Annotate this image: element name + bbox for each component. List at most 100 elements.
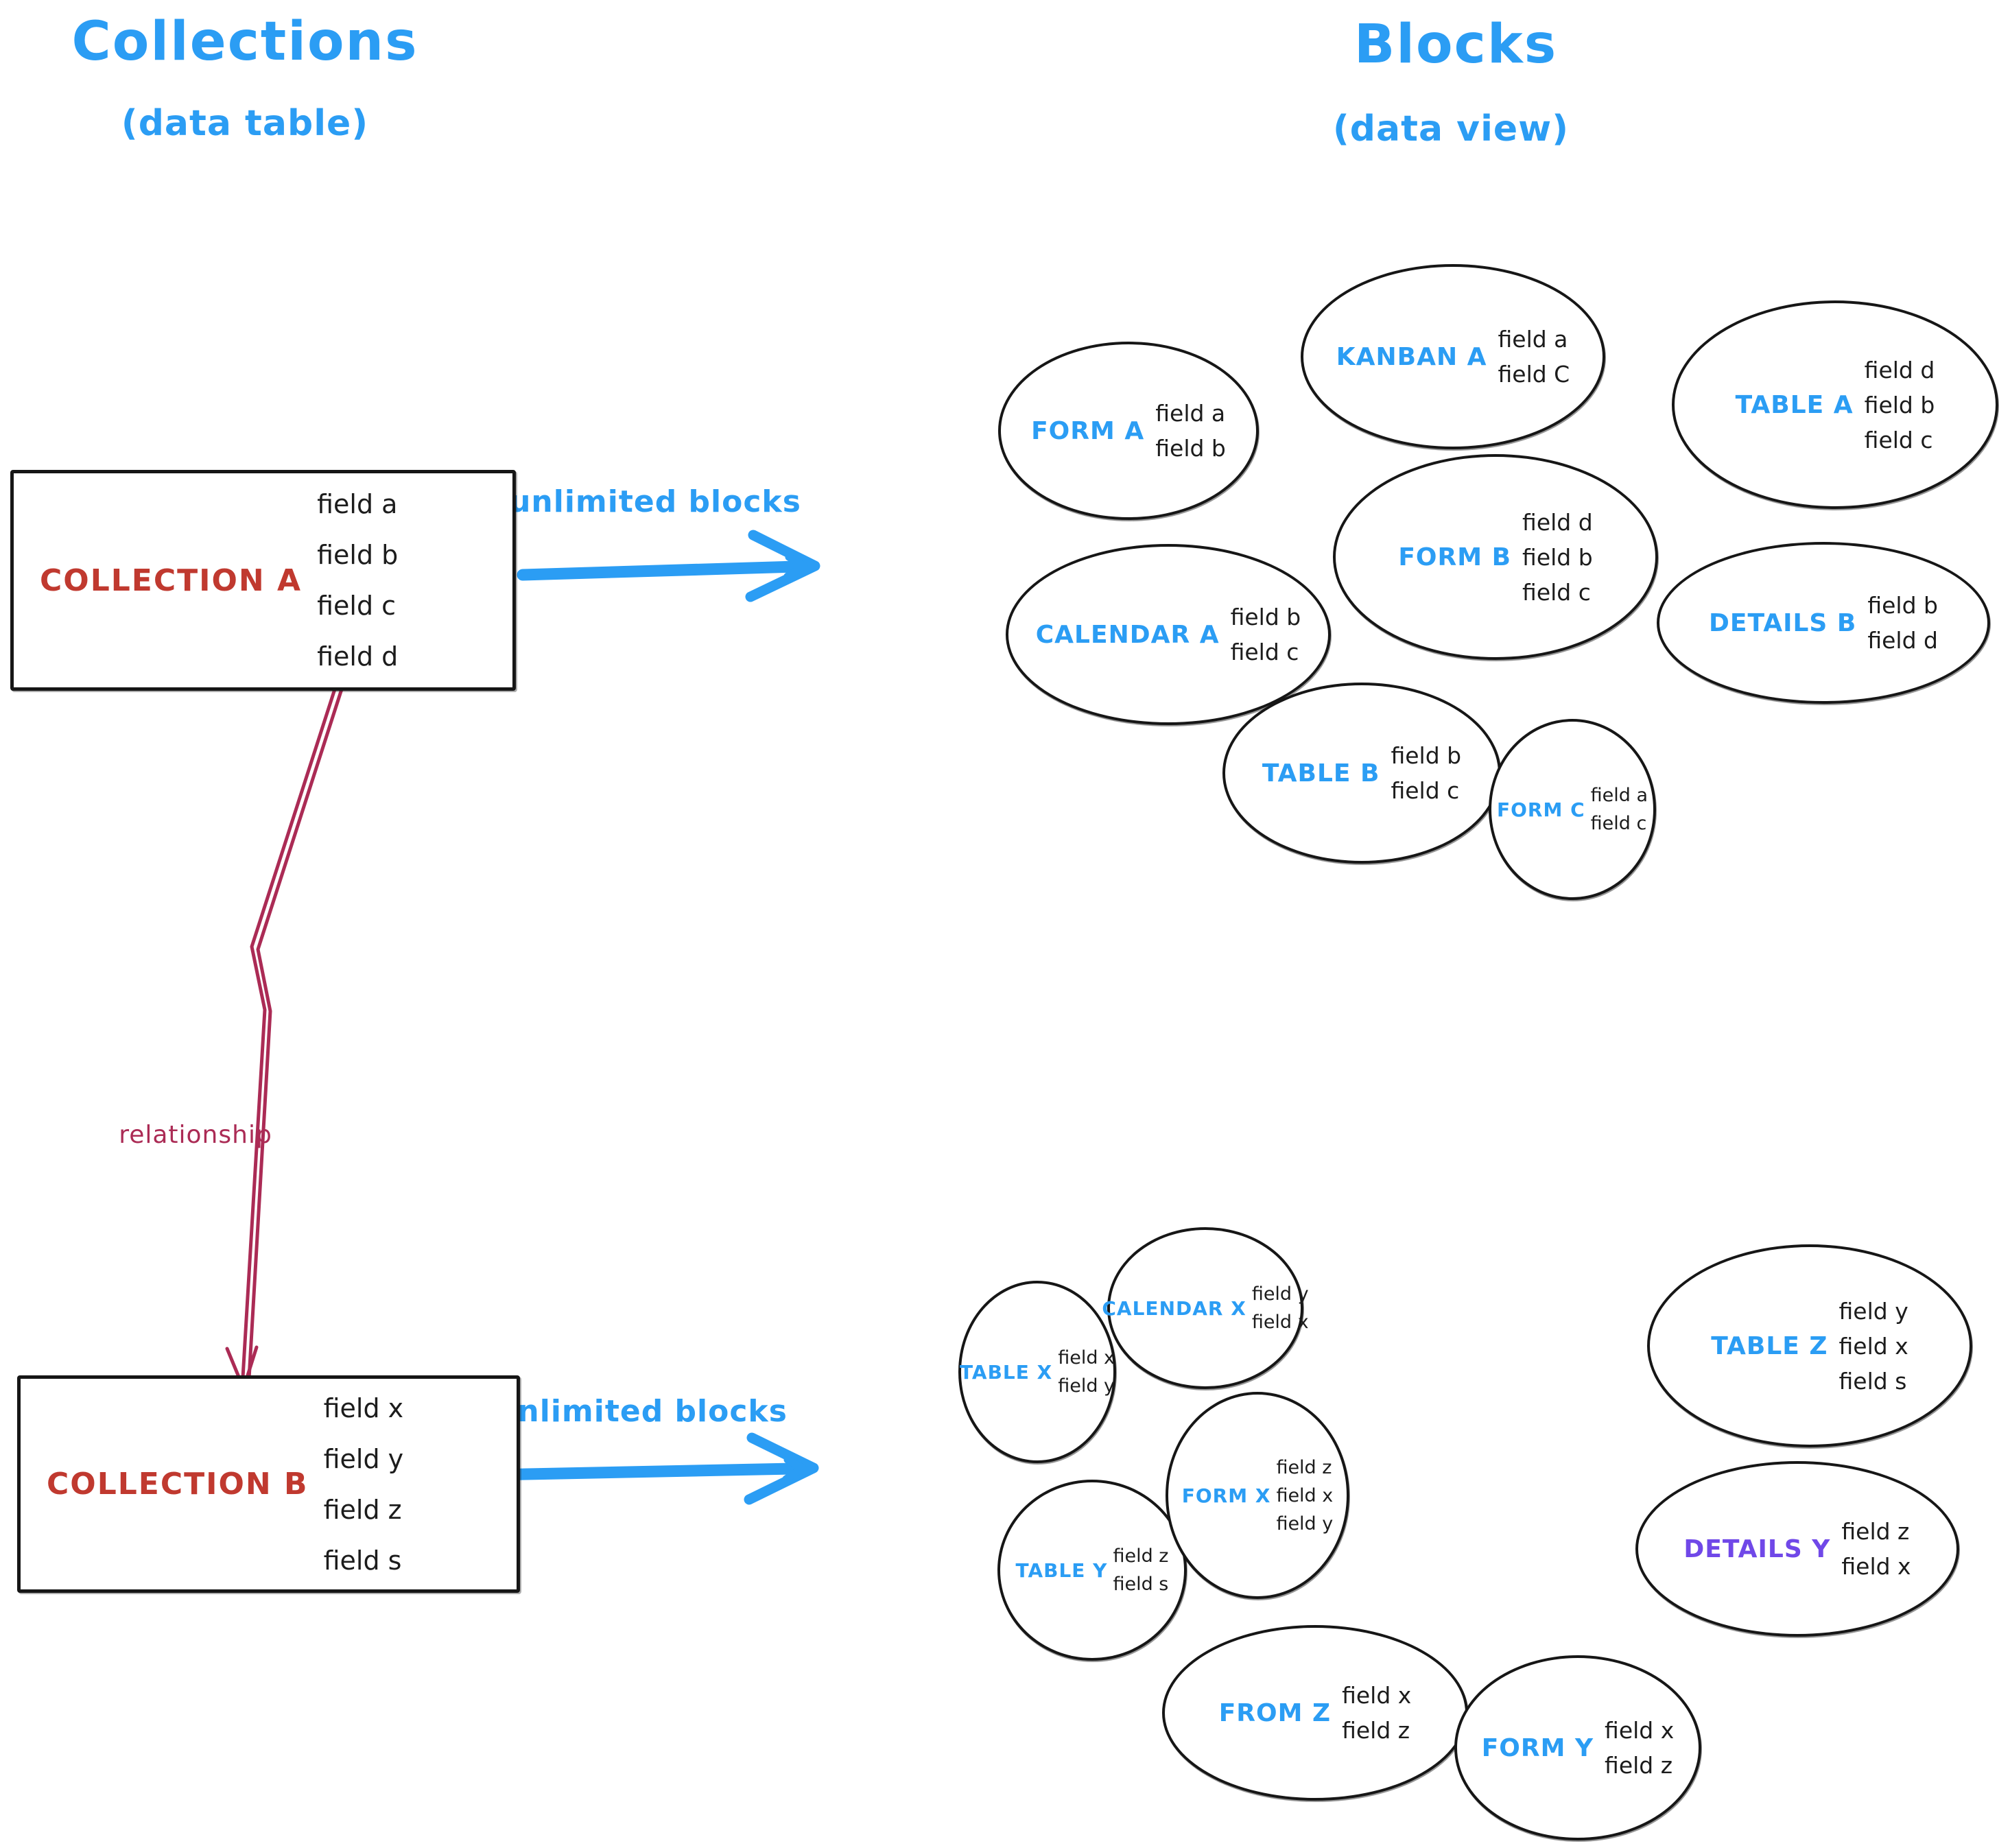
collections-title: Collections — [71, 11, 418, 73]
block-field: field C — [1498, 361, 1570, 388]
block-field: field x — [1605, 1717, 1675, 1744]
block-field: field b — [1230, 604, 1301, 630]
block-field: field x — [1838, 1332, 1908, 1360]
block-field: field c — [1391, 777, 1460, 804]
block-fields: field z field s — [1113, 1545, 1168, 1595]
block-form-b: FORM B field d field b field c — [1333, 454, 1658, 660]
block-field: field x — [1058, 1347, 1115, 1369]
block-field: field a — [1590, 785, 1648, 806]
unlimited-blocks-arrowhead-top-notch — [783, 553, 808, 580]
block-fields: field b field d — [1867, 592, 1938, 654]
collection-field: field x — [323, 1393, 404, 1423]
block-field: field b — [1522, 543, 1593, 571]
block-fields: field b field c — [1391, 742, 1461, 804]
block-field: field x — [1276, 1484, 1334, 1506]
unlimited-blocks-arrow-bottom — [488, 1462, 801, 1481]
collection-field: field s — [323, 1545, 402, 1576]
block-from-z: FROM Z field x field z — [1162, 1625, 1468, 1801]
relationship-arrow-line-2 — [247, 653, 355, 1381]
block-table-a: TABLE A field d field b field c — [1672, 300, 1998, 509]
block-field: field z — [1113, 1545, 1169, 1567]
collection-field: field z — [323, 1494, 402, 1525]
unlimited-blocks-arrowhead-bottom — [744, 1432, 819, 1505]
block-form-a: FORM A field a field b — [998, 342, 1259, 520]
unlimited-blocks-label-top: unlimited blocks — [509, 484, 801, 519]
block-fields: field y field x field s — [1839, 1298, 1908, 1395]
collection-a-box: COLLECTION A field a field b field c fie… — [10, 470, 516, 691]
block-label: CALENDAR A — [1035, 620, 1220, 649]
block-calendar-a: CALENDAR A field b field c — [1006, 544, 1331, 725]
block-field: field a — [1155, 400, 1226, 427]
block-fields: field z field x field y — [1276, 1457, 1333, 1535]
unlimited-blocks-arrowhead-bottom-notch — [782, 1456, 807, 1483]
block-fields: field x field z — [1342, 1682, 1411, 1744]
block-field: field z — [1342, 1717, 1410, 1744]
block-label: TABLE Y — [1015, 1559, 1108, 1582]
collection-b-fields: field x field y field z field s — [324, 1393, 404, 1576]
block-label: FORM A — [1031, 416, 1145, 445]
block-field: field s — [1838, 1367, 1907, 1395]
block-form-c: FORM C field a field c — [1489, 719, 1656, 900]
collections-subtitle: (data table) — [121, 103, 369, 144]
blocks-title: Blocks — [1353, 14, 1558, 75]
block-table-y: TABLE Y field z field s — [997, 1480, 1187, 1661]
block-field: field z — [1605, 1752, 1673, 1779]
block-fields: field x field y — [1058, 1347, 1115, 1397]
block-label: FORM Y — [1481, 1733, 1594, 1762]
block-label: DETAILS B — [1709, 608, 1857, 637]
block-fields: field z field x — [1841, 1518, 1911, 1580]
collection-field: field c — [317, 591, 397, 621]
block-label: TABLE X — [959, 1360, 1053, 1384]
block-field: field b — [1867, 592, 1938, 619]
block-fields: field d field b field c — [1522, 509, 1593, 606]
block-field: field z — [1276, 1456, 1332, 1478]
block-field: field y — [1058, 1375, 1115, 1397]
block-fields: field a field b — [1155, 400, 1226, 462]
block-field: field y — [1251, 1283, 1309, 1305]
block-details-y: DETAILS Y field z field x — [1635, 1461, 1959, 1637]
block-label: DETAILS Y — [1683, 1535, 1831, 1563]
block-field: field c — [1522, 578, 1591, 606]
unlimited-blocks-arrowhead-top — [745, 530, 820, 602]
blocks-subtitle: (data view) — [1333, 108, 1569, 150]
collection-b-name: COLLECTION B — [47, 1467, 309, 1502]
collection-field: field d — [317, 641, 399, 672]
block-field: field c — [1864, 426, 1933, 453]
block-field: field x — [1251, 1312, 1309, 1333]
block-label: TABLE B — [1262, 759, 1380, 787]
block-form-x: FORM X field z field x field y — [1166, 1392, 1349, 1599]
collection-field: field a — [317, 489, 398, 519]
block-label: TABLE A — [1735, 390, 1854, 419]
block-fields: field a field c — [1591, 785, 1648, 834]
block-label: TABLE Z — [1711, 1331, 1828, 1360]
block-fields: field x field z — [1605, 1717, 1674, 1779]
block-field: field x — [1342, 1682, 1412, 1709]
block-field: field a — [1498, 326, 1568, 353]
block-field: field c — [1230, 639, 1299, 665]
block-table-z: TABLE Z field y field x field s — [1647, 1244, 1972, 1447]
block-table-b: TABLE B field b field c — [1222, 683, 1501, 864]
unlimited-blocks-arrow-top — [517, 560, 802, 581]
block-fields: field b field c — [1231, 604, 1301, 665]
block-label: FORM X — [1181, 1484, 1271, 1507]
block-field: field b — [1155, 435, 1226, 462]
block-field: field d — [1522, 508, 1593, 536]
block-label: KANBAN A — [1336, 342, 1487, 371]
block-label: FORM C — [1496, 798, 1585, 821]
collection-a-name: COLLECTION A — [40, 562, 303, 598]
block-field: field b — [1864, 391, 1935, 418]
block-field: field d — [1864, 356, 1935, 383]
block-kanban-a: KANBAN A field a field C — [1301, 264, 1605, 449]
collection-a-fields: field a field b field c field d — [317, 489, 398, 672]
relationship-label: relationship — [119, 1121, 272, 1149]
block-form-y: FORM Y field x field z — [1454, 1655, 1701, 1840]
collection-field: field y — [323, 1443, 404, 1474]
block-field: field x — [1841, 1553, 1911, 1580]
block-calendar-x: CALENDAR X field y field x — [1102, 1227, 1309, 1389]
block-table-x: TABLE X field x field y — [958, 1281, 1116, 1463]
block-field: field c — [1590, 813, 1647, 834]
collection-b-box: COLLECTION B field x field y field z fie… — [17, 1375, 520, 1593]
block-field: field d — [1867, 627, 1938, 654]
block-label: FORM B — [1398, 543, 1512, 571]
